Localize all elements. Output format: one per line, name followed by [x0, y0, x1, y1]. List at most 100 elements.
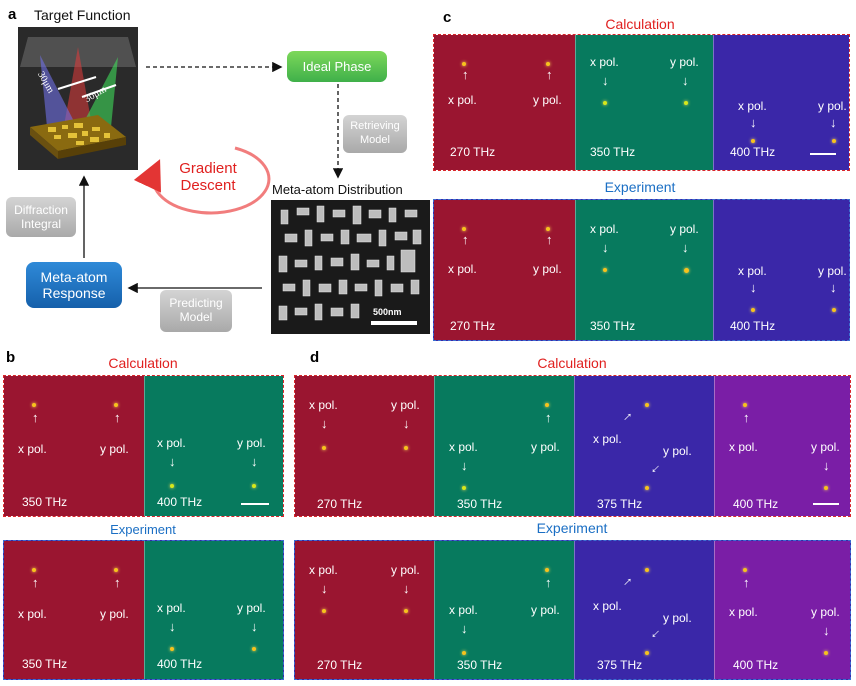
x-pol-label: x pol.	[309, 563, 338, 577]
panel-c-exp-cell-270: ↑ ↑ x pol. y pol. 270 THz	[434, 200, 575, 340]
y-pol-label: y pol.	[531, 603, 560, 617]
frequency-label: 400 THz	[157, 495, 203, 509]
scale-bar	[813, 503, 839, 505]
metasurface-illustration	[20, 37, 136, 159]
focal-spot	[252, 647, 256, 651]
panel-c-calc-title: Calculation	[605, 16, 675, 32]
x-pol-label: x pol.	[729, 605, 758, 619]
panel-b-calc-title: Calculation	[108, 355, 178, 371]
y-pol-label: y pol.	[811, 440, 840, 454]
y-pol-label: y pol.	[670, 222, 699, 236]
y-pol-label: y pol.	[811, 605, 840, 619]
frequency-label: 375 THz	[597, 658, 643, 672]
focal-spot	[546, 62, 550, 66]
y-pol-label: y pol.	[100, 442, 129, 456]
y-pol-label: y pol.	[533, 93, 562, 107]
frequency-label: 400 THz	[730, 319, 776, 333]
frequency-label: 400 THz	[733, 497, 779, 511]
focal-spot	[462, 62, 466, 66]
focal-spot	[462, 227, 466, 231]
focal-spot	[114, 403, 118, 407]
y-pol-label: y pol.	[533, 262, 562, 276]
frequency-label: 400 THz	[730, 145, 776, 159]
frequency-label: 350 THz	[457, 658, 503, 672]
y-pol-label: y pol.	[391, 563, 420, 577]
diffraction-integral-box: Diffraction Integral	[6, 197, 76, 237]
x-pol-label: x pol.	[309, 398, 338, 412]
scale-bar	[810, 153, 836, 155]
target-function-image: 30μm 30μm	[18, 27, 138, 170]
panel-d-exp-title: Experiment	[536, 520, 608, 536]
x-pol-label: x pol.	[593, 432, 622, 446]
frequency-label: 350 THz	[22, 657, 68, 671]
sem-image: 500nm	[271, 200, 430, 334]
focal-spot	[546, 227, 550, 231]
panel-d-calc-frame: x pol. y pol. ↓ ↓ 270 THz ↑ y pol. x pol…	[294, 375, 851, 517]
panel-c-exp-cell-400: x pol. y pol. ↓ ↓ 400 THz	[713, 200, 849, 340]
panel-c-exp-cell-350: x pol. y pol. ↓ ↓ 350 THz	[575, 200, 713, 340]
frequency-label: 270 THz	[317, 497, 363, 511]
focal-spot	[322, 446, 326, 450]
focal-spot	[322, 609, 326, 613]
frequency-label: 375 THz	[597, 497, 643, 511]
panel-b-calc-cell-400: x pol. y pol. ↓ ↓ 400 THz	[144, 376, 283, 516]
panel-b-exp-frame: ↑ ↑ x pol. y pol. 350 THz x pol. y pol. …	[3, 540, 284, 680]
panel-c-letter: c	[443, 9, 452, 26]
y-pol-label: y pol.	[818, 264, 847, 278]
frequency-label: 270 THz	[317, 658, 363, 672]
frequency-label: 270 THz	[450, 319, 496, 333]
y-pol-label: y pol.	[237, 601, 266, 615]
y-pol-label: y pol.	[100, 607, 129, 621]
panel-b-exp-cell-400: x pol. y pol. ↓ ↓ 400 THz	[144, 541, 283, 679]
x-pol-label: x pol.	[593, 599, 622, 613]
panel-d-exp-frame: x pol. y pol. ↓ ↓ 270 THz ↑ x pol. y pol…	[294, 540, 851, 680]
x-pol-label: x pol.	[729, 440, 758, 454]
focal-spot	[743, 403, 747, 407]
y-pol-label: y pol.	[531, 440, 560, 454]
predicting-model-box: Predicting Model	[160, 290, 232, 332]
focal-spot	[545, 403, 549, 407]
panel-d-calc-cell-375: ↑ x pol. y pol. ↓ 375 THz	[574, 376, 714, 516]
focal-spot	[743, 568, 747, 572]
panel-a-letter: a	[8, 6, 17, 23]
y-pol-label: y pol.	[818, 99, 847, 113]
focal-spot	[462, 651, 466, 655]
x-pol-label: x pol.	[157, 601, 186, 615]
panel-d-exp-cell-400: ↑ x pol. y pol. ↓ 400 THz	[714, 541, 850, 679]
frequency-label: 350 THz	[590, 145, 636, 159]
focal-spot	[824, 651, 828, 655]
meta-atom-response-box: Meta-atom Response	[26, 262, 122, 308]
y-pol-label: y pol.	[391, 398, 420, 412]
y-pol-label: y pol.	[237, 436, 266, 450]
focal-spot	[404, 446, 408, 450]
focal-spot	[645, 486, 649, 490]
x-pol-label: x pol.	[449, 603, 478, 617]
panel-b-exp-title: Experiment	[110, 522, 176, 537]
panel-c-exp-title: Experiment	[604, 179, 676, 195]
focal-spot	[751, 139, 755, 143]
focal-spot	[404, 609, 408, 613]
panel-d-exp-cell-375: ↑ x pol. y pol. ↓ 375 THz	[574, 541, 714, 679]
focal-spot	[603, 268, 607, 272]
x-pol-label: x pol.	[738, 264, 767, 278]
target-function-label: Target Function	[34, 7, 131, 23]
focal-spot	[645, 403, 649, 407]
x-pol-label: x pol.	[18, 442, 47, 456]
y-pol-label: y pol.	[663, 611, 692, 625]
focal-spot	[545, 568, 549, 572]
focal-spot	[645, 568, 649, 572]
panel-d-exp-cell-350: ↑ x pol. y pol. ↓ 350 THz	[434, 541, 574, 679]
scale-bar	[241, 503, 269, 505]
panel-b-letter: b	[6, 349, 16, 366]
y-pol-label: y pol.	[663, 444, 692, 458]
focal-spot	[824, 486, 828, 490]
x-pol-label: x pol.	[449, 440, 478, 454]
x-pol-label: x pol.	[157, 436, 186, 450]
focal-spot	[684, 268, 689, 273]
x-pol-label: x pol.	[448, 93, 477, 107]
focal-spot	[170, 484, 174, 488]
focal-spot	[32, 568, 36, 572]
frequency-label: 270 THz	[450, 145, 496, 159]
focal-spot	[832, 139, 836, 143]
panel-c-calc-cell-400: x pol. y pol. ↓ ↓ 400 THz	[713, 35, 849, 170]
